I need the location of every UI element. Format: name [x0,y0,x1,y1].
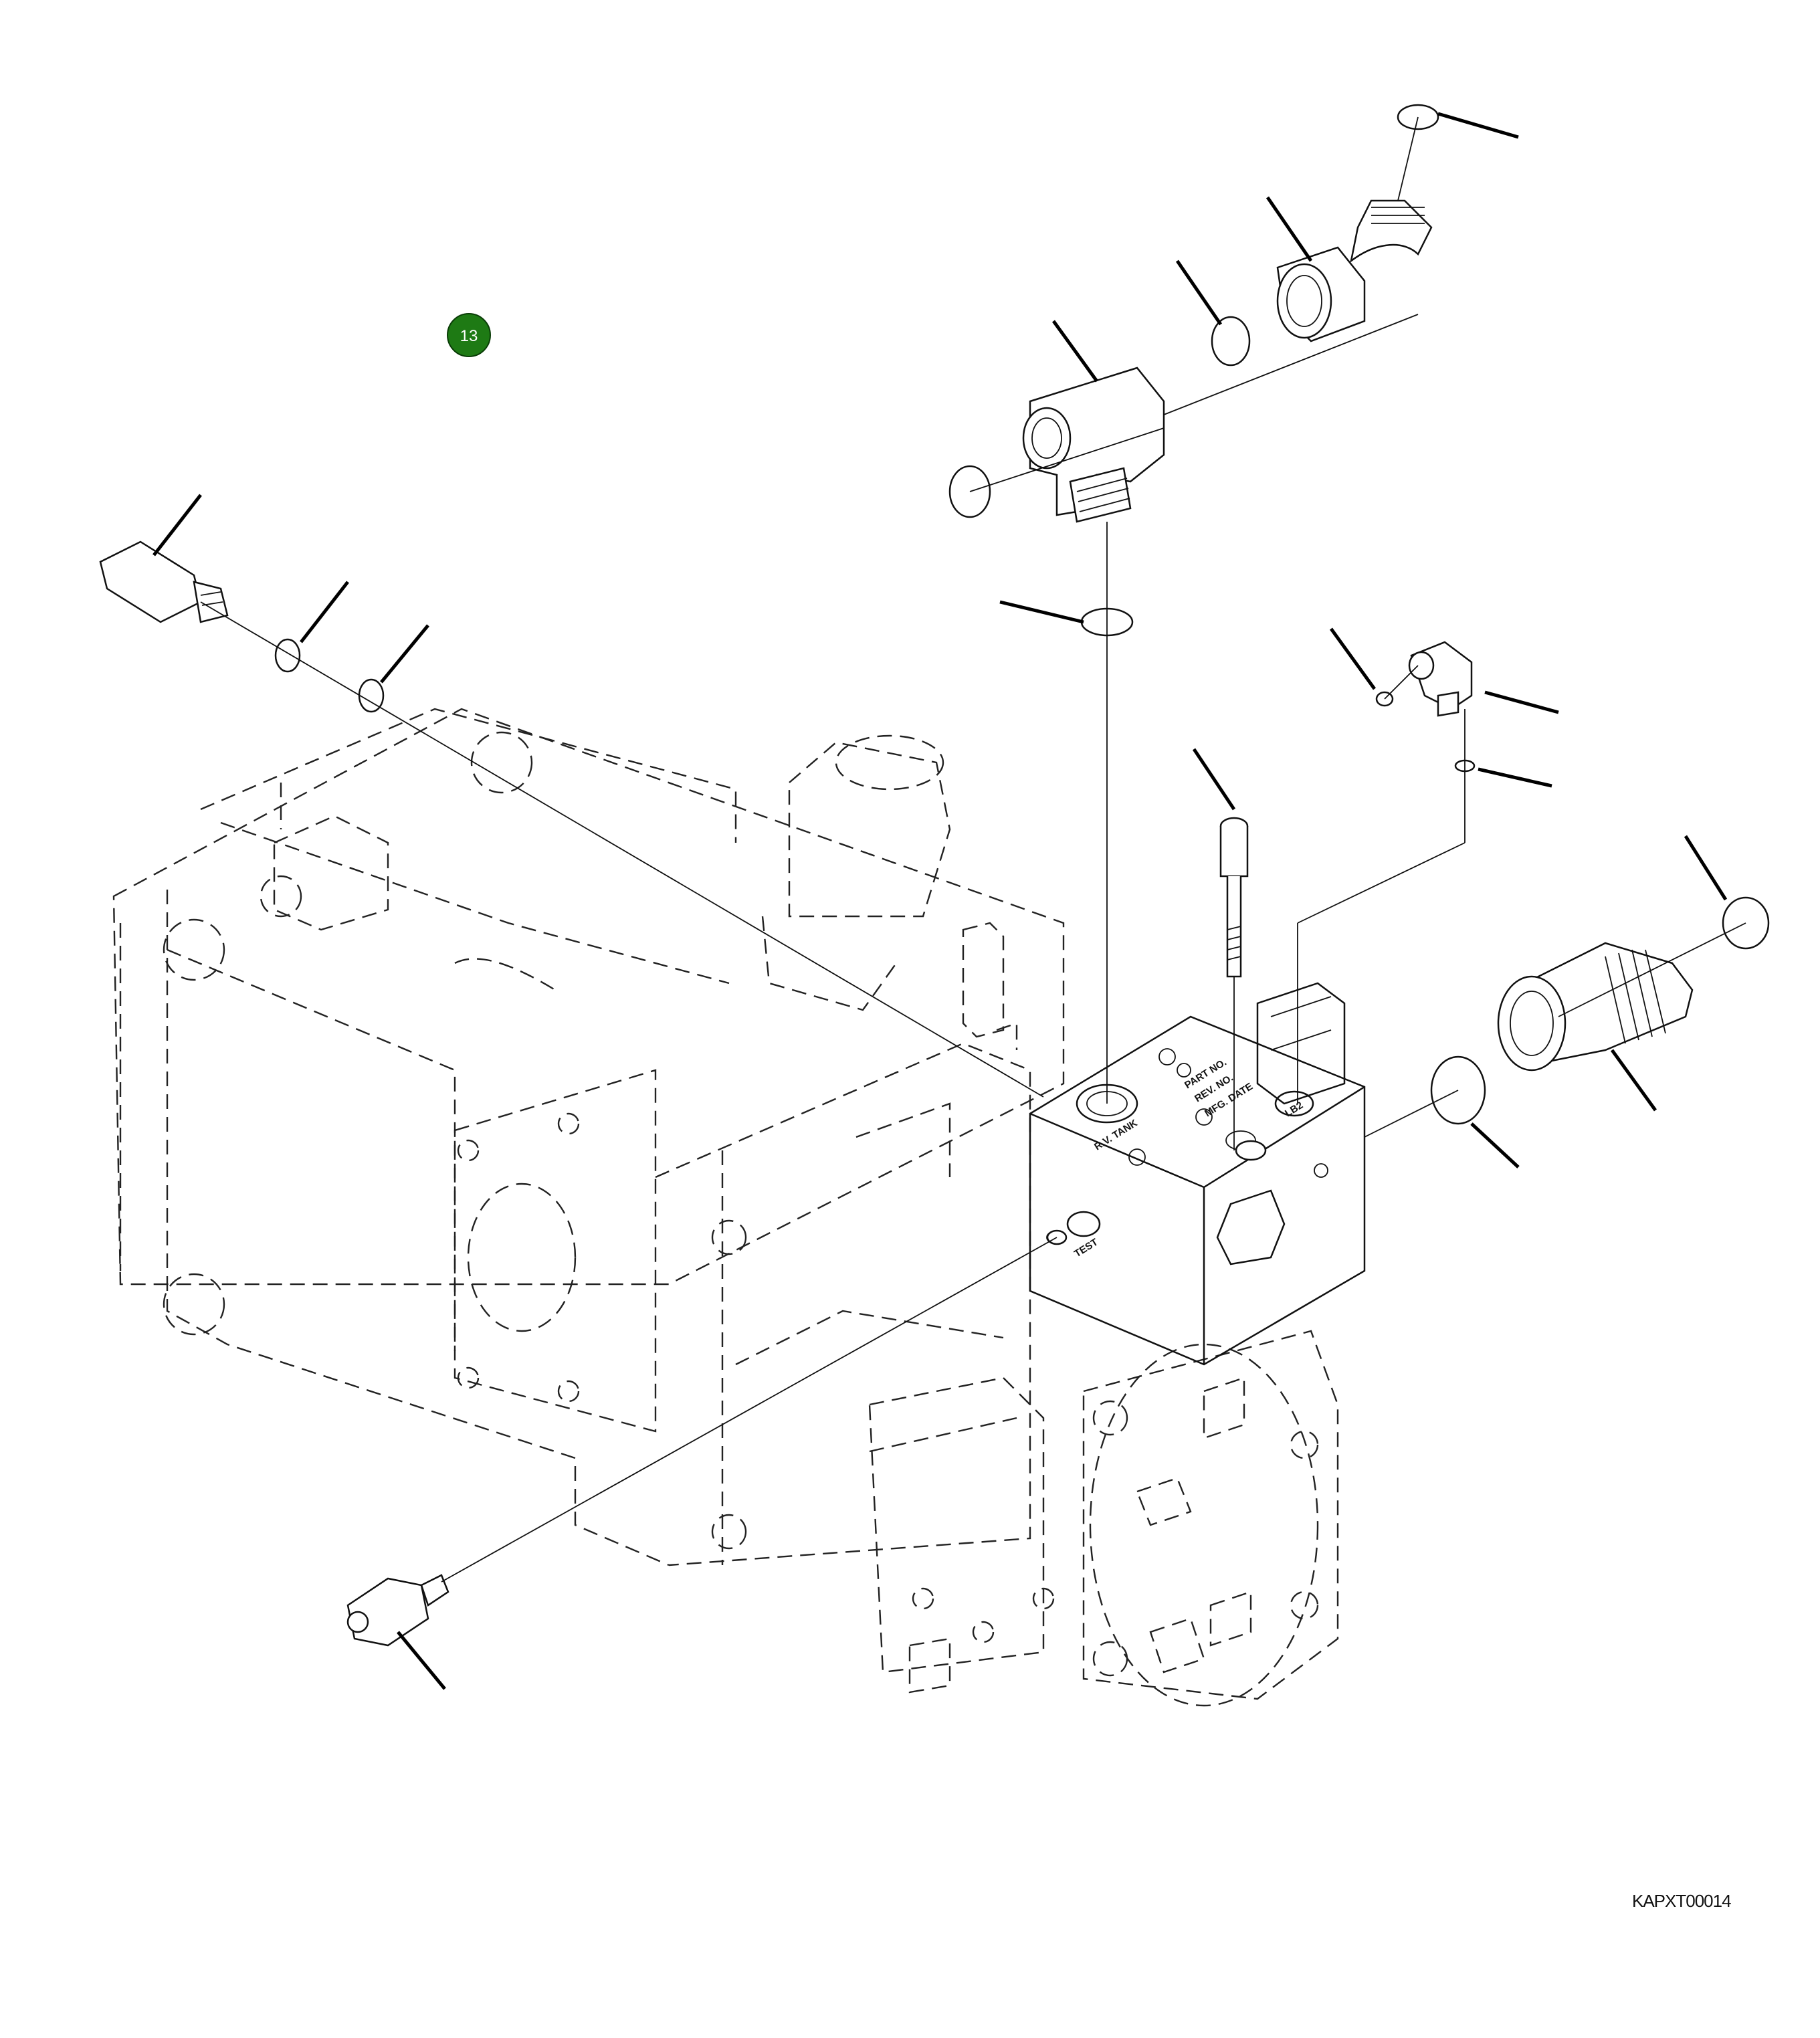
straight-adapter-fitting [1497,942,1694,1072]
valve-block: PART NO. REV. NO. MFG. DATE LB2 R.V. TAN… [1029,982,1366,1366]
swivel-elbow-fitting [1276,199,1433,342]
drawing-reference-code: KAPXT00014 [1632,1891,1732,1911]
socket-head-bolt [1219,817,1249,978]
leader-lines [153,112,1728,1690]
small-elbow-fitting [1408,641,1473,717]
tee-fitting [1022,367,1165,523]
test-port-sensor [346,1574,449,1647]
callout-number: 13 [460,327,478,345]
callout-badge-13[interactable]: 13 [447,313,491,357]
o-rings [274,104,1770,1245]
pump-assembly-outline [112,708,1339,1707]
pressure-sensor-left [99,540,229,623]
assembly-lines [200,116,1746,1583]
port-label-test: TEST [1072,1237,1100,1260]
